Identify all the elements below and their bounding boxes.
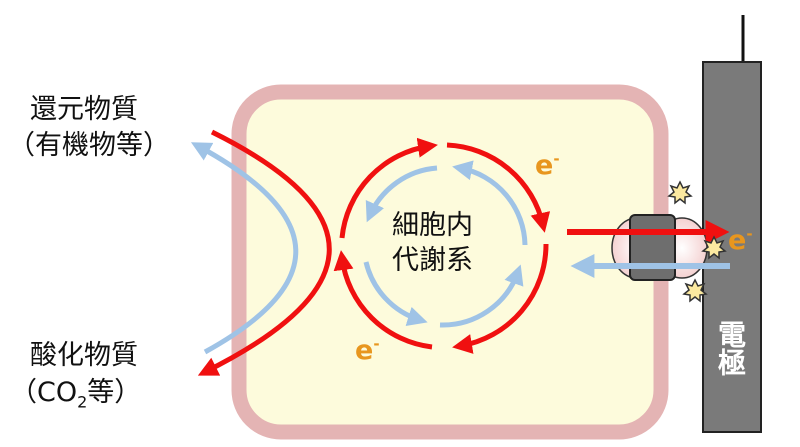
oxidant-sub2: 2 [77,392,88,412]
electron-label-top: e- [535,150,560,181]
metabolism-line1: 細胞内 [392,210,473,241]
electron-e: e [728,225,747,256]
metabolism-label: 細胞内代謝系 [392,208,473,278]
membrane-protein [611,214,708,281]
reductant-label: 還元物質 [30,94,138,125]
metabolism-red-cycle [333,137,551,354]
sparkle-icons [667,180,727,303]
metabolism-blue-cycle [363,160,528,328]
electrode [702,61,762,433]
electron-e: e [535,150,554,181]
electron-sup: - [553,150,560,168]
electron-e: e [355,335,374,366]
reductant-sublabel: （有機物等） [8,130,170,161]
oxidant-sublabel: （CO2等） [10,375,141,413]
electron-label-bottom: e- [355,335,380,366]
electron-sup: - [746,225,753,243]
electron-sup: - [373,335,380,353]
oxidant-label: 酸化物質 [30,340,138,371]
electrode-label: 電極 [714,320,747,376]
metabolism-line2: 代謝系 [392,245,473,277]
oxidant-etc: 等） [87,377,142,408]
oxidant-to-reductant-arrow [190,142,299,355]
reductant-to-oxidant-arrow [197,129,332,376]
oxidant-co: （CO [10,377,78,408]
electron-label-electrode: e- [728,225,753,256]
